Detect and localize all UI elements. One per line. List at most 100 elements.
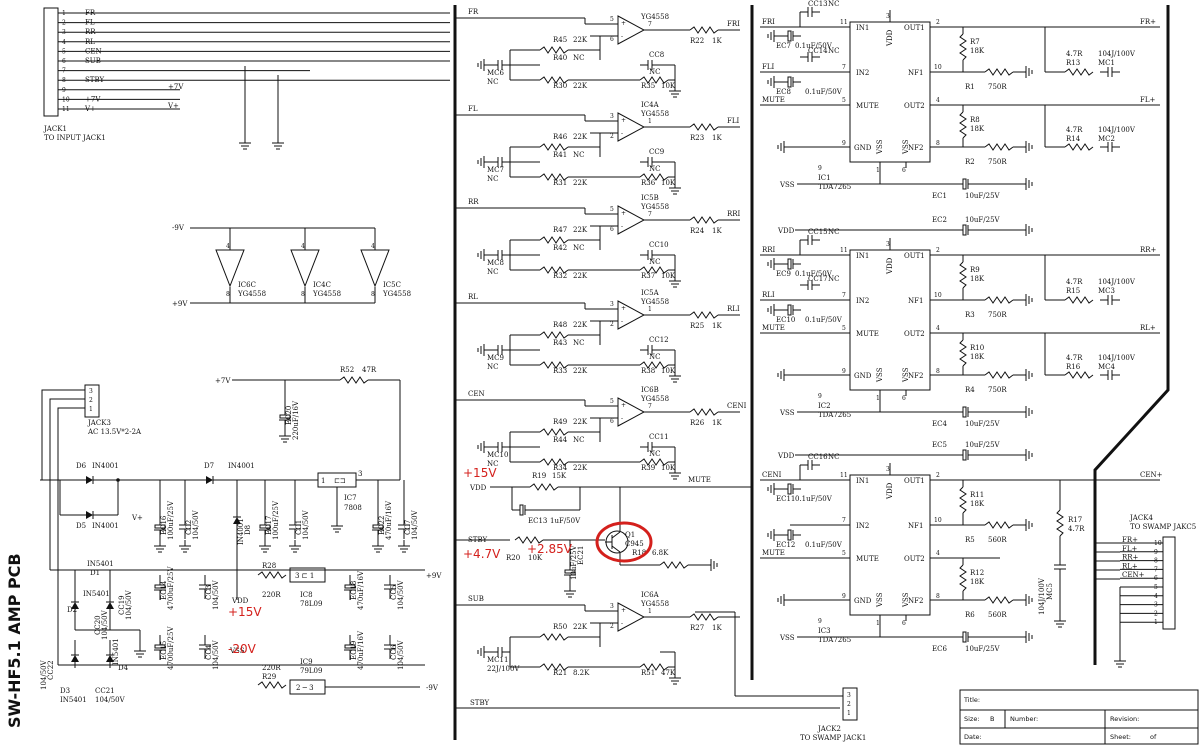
amp-mute-net: MUTE (762, 96, 785, 104)
ech (954, 224, 977, 236)
z1-c: 104J/100V (1098, 278, 1136, 286)
ro-ref: R27 (690, 624, 704, 632)
rg-ref: R33 (553, 367, 567, 375)
c-val: NC (649, 353, 660, 361)
ic9-val: 79L09 (300, 667, 322, 675)
pin-n: 3 (886, 241, 890, 248)
gndl (767, 257, 781, 271)
junction (116, 478, 120, 482)
pin-num: 8 (226, 291, 230, 298)
revision-label: Revision: (1110, 715, 1139, 723)
ro-ref: R26 (690, 419, 705, 427)
gnd (330, 519, 344, 533)
amp-vdd: VDD (886, 482, 894, 500)
rc-ref: R40 (553, 54, 567, 62)
gndl (777, 140, 791, 154)
vss-net: VSS (779, 181, 795, 189)
ec-b-val: 0.1uF/50V (805, 88, 843, 96)
rg-val: 22K (573, 272, 588, 280)
ec20-ref: EC20 (285, 406, 293, 425)
gndr (1019, 368, 1033, 382)
channel-net: RR (468, 198, 479, 206)
r28-val: 220R (262, 591, 281, 599)
d3-ref: D3 (60, 687, 70, 695)
pin-n: 3 (886, 466, 890, 473)
cc2-ref: CC2 (185, 520, 193, 535)
ec-top-val: 10uF/25V (965, 441, 1001, 449)
annotation-stby: +4.7V (463, 547, 501, 561)
gnd (288, 539, 302, 553)
pin-n: 6 (902, 167, 906, 174)
channel-out: FLI (727, 117, 740, 125)
cc-a-val: NC (828, 453, 839, 461)
ic7-pin: 1 (321, 477, 325, 485)
pin-num: 6 (610, 226, 614, 233)
pin-n: 1 (876, 395, 880, 402)
title-block: Title: Size: B Number: Revision: Date: S… (959, 689, 1199, 745)
cc5-ref: CC5 (390, 585, 398, 600)
gnd (1113, 654, 1127, 668)
ro-val: 1K (712, 419, 722, 427)
ro-val: 1K (712, 322, 722, 330)
jack4-body (1162, 536, 1176, 630)
amp-out1: OUT1 (904, 24, 925, 32)
pin-num: 4 (226, 243, 230, 250)
ec-top-val: 10uF/25V (965, 216, 1001, 224)
resh (539, 633, 569, 641)
opamp-ref: IC5A (641, 289, 660, 297)
cc20-val: 104/50V (101, 609, 109, 640)
d7-ref: D7 (204, 462, 214, 470)
gnd (133, 644, 147, 658)
pin-n2: 9 (818, 618, 822, 625)
gndl (767, 482, 781, 496)
amp-vss2: VSS (902, 592, 910, 608)
gnd (153, 539, 167, 553)
cc7-val: 104/50V (411, 509, 419, 540)
d4-ref: D4 (118, 664, 129, 672)
gndl (777, 368, 791, 382)
size-label: Size: (964, 715, 980, 723)
rc-ref: R8 (970, 116, 980, 124)
resv (959, 261, 967, 289)
c-ref: CC10 (649, 241, 669, 249)
pin-n: 7 (842, 517, 846, 524)
ech (779, 30, 802, 42)
opamp-ref: IC6A (641, 591, 660, 599)
rc-ref: R10 (970, 344, 984, 352)
ec17-ref: EC17 (265, 516, 273, 535)
ec-a-val: 0.1uF/50V (795, 270, 833, 278)
pin-n: 4 (936, 550, 940, 557)
resh (1064, 68, 1094, 76)
channel-net: FR (468, 8, 479, 16)
z2-ref: R14 (1066, 135, 1081, 143)
gndr (1019, 630, 1033, 644)
z1-ref: R15 (1066, 287, 1080, 295)
rc-val: NC (573, 151, 584, 159)
annotation-vdd-supply: +15V (228, 605, 262, 619)
channel-out: FRI (727, 20, 740, 28)
rc-val: NC (573, 54, 584, 62)
r3-ref: R39 (641, 464, 655, 472)
ec14-val: 4700uF/25V (167, 566, 175, 610)
resh (689, 123, 719, 131)
ec13-val: 1uF/50V (550, 517, 581, 525)
cc-b-val: NC (828, 275, 839, 283)
pin-n: 6 (902, 395, 906, 402)
ro-val: 1K (712, 37, 722, 45)
r20-ref: R20 (506, 554, 520, 562)
c-ref: CC11 (649, 433, 669, 441)
mc-val: NC (487, 363, 498, 371)
jack3-ref: JACK3 (87, 419, 111, 427)
d1-ref: D1 (90, 569, 100, 577)
cc-a-ref: CC16 (808, 453, 828, 461)
ic7-ref: IC7 (344, 494, 357, 502)
z1-cref: MC3 (1098, 287, 1115, 295)
mute-label: MUTE (688, 476, 711, 484)
ra-ref: R7 (970, 38, 980, 46)
amp-in1: IN1 (856, 24, 869, 32)
cc-a-ref: CC15 (808, 228, 828, 236)
